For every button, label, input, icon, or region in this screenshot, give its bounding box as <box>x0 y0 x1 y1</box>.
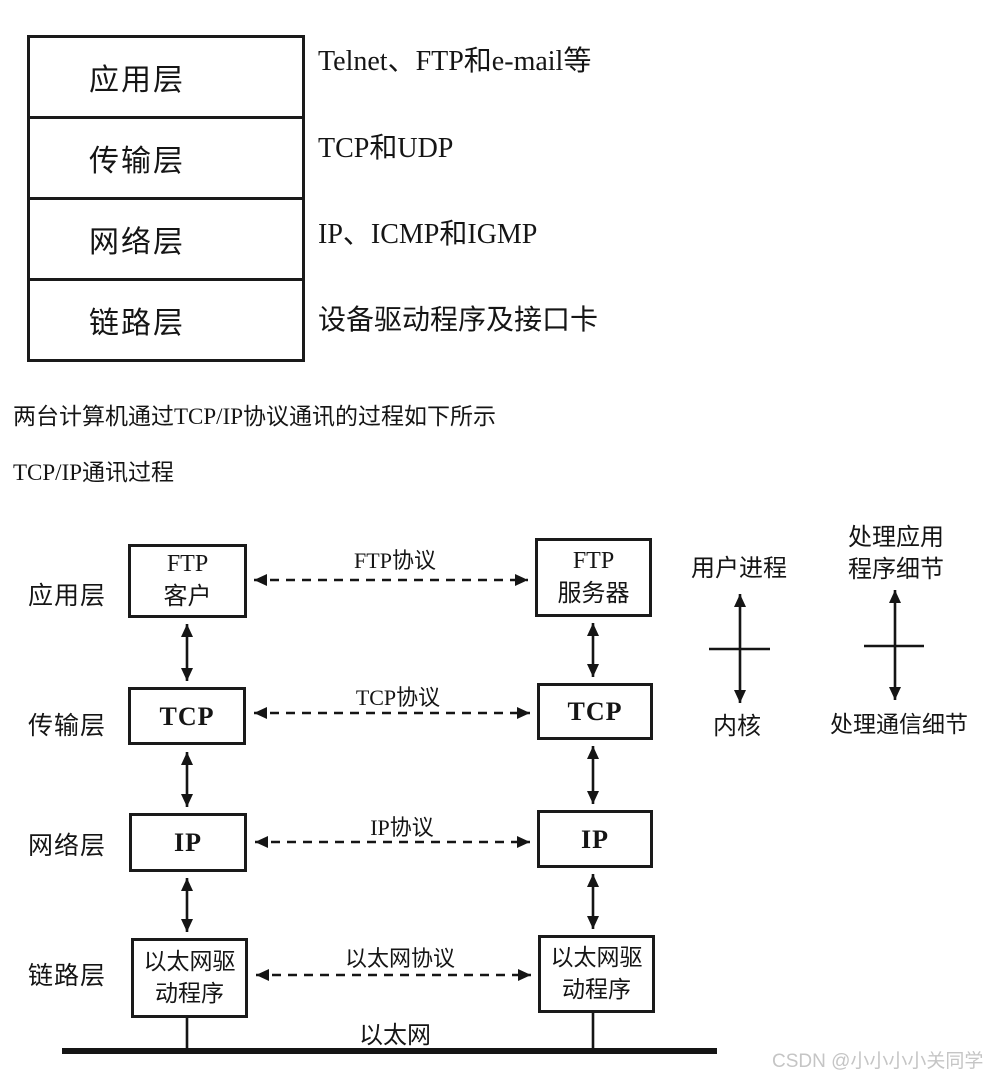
kernel-label: 内核 <box>713 714 761 740</box>
app-detail-label: 处理应用 程序细节 <box>846 522 946 586</box>
tcp-label: TCP <box>159 701 215 731</box>
protocol-layer-table: 应用层 传输层 网络层 链路层 <box>27 35 305 362</box>
layer-label: 传输层 <box>89 145 185 178</box>
comm-detail-label: 处理通信细节 <box>830 712 968 737</box>
ethernet-bus-label: 以太网 <box>359 1023 431 1049</box>
ip-server-box: IP <box>537 810 653 868</box>
ip-label: IP <box>581 824 609 854</box>
table-row-link: 链路层 <box>30 281 302 359</box>
user-process-label: 用户进程 <box>691 556 787 582</box>
layer-label: 链路层 <box>89 307 185 340</box>
layer-label: 应用层 <box>89 64 185 97</box>
ethernet-protocol-label: 以太网协议 <box>344 946 455 971</box>
ftp-server-box: FTP 服务器 <box>535 538 652 617</box>
table-row-transport: 传输层 <box>30 119 302 200</box>
subtitle-text: TCP/IP通讯过程 <box>13 460 175 485</box>
protocol-arrows <box>254 574 531 981</box>
diagram-label-application: 应用层 <box>28 583 107 610</box>
ftp-server-line1: FTP <box>572 547 615 574</box>
eth-driver-client-box: 以太网驱 动程序 <box>131 938 248 1018</box>
layer-desc-application: Telnet、FTP和e-mail等 <box>318 46 592 77</box>
diagram-label-link: 链路层 <box>28 963 107 990</box>
layer-desc-transport: TCP和UDP <box>318 133 454 164</box>
tcp-server-box: TCP <box>537 683 653 740</box>
tcp-label: TCP <box>567 697 623 726</box>
ip-label: IP <box>174 828 202 857</box>
ethernet-bus <box>62 1011 717 1054</box>
csdn-watermark: CSDN @小小小小关同学 <box>772 1051 984 1072</box>
intro-text: 两台计算机通过TCP/IP协议通讯的过程如下所示 <box>13 404 497 429</box>
ftp-protocol-label: FTP协议 <box>354 548 436 573</box>
eth-driver-line2: 动程序 <box>155 981 224 1006</box>
table-row-network: 网络层 <box>30 200 302 281</box>
eth-driver-line2: 动程序 <box>562 977 631 1002</box>
layer-desc-network: IP、ICMP和IGMP <box>318 219 538 250</box>
layer-label: 网络层 <box>89 226 185 259</box>
eth-driver-line1: 以太网驱 <box>143 949 236 974</box>
table-row-application: 应用层 <box>30 38 302 119</box>
eth-driver-server-box: 以太网驱 动程序 <box>538 935 655 1013</box>
ftp-server-line2: 服务器 <box>557 580 630 607</box>
app-detail-line1: 处理应用 <box>848 525 944 551</box>
tcp-client-box: TCP <box>128 687 246 745</box>
ftp-client-line1: FTP <box>166 551 209 577</box>
app-detail-line2: 程序细节 <box>848 557 944 583</box>
ip-client-box: IP <box>129 813 247 872</box>
diagram-label-transport: 传输层 <box>28 713 107 740</box>
ip-protocol-label: IP协议 <box>370 815 434 840</box>
ftp-client-line2: 客户 <box>163 584 212 610</box>
eth-driver-line1: 以太网驱 <box>550 945 643 970</box>
user-kernel-divider <box>709 594 770 703</box>
layer-desc-link: 设备驱动程序及接口卡 <box>318 305 599 336</box>
ftp-client-box: FTP 客户 <box>128 544 247 618</box>
detail-divider <box>864 590 924 700</box>
diagram-label-network: 网络层 <box>28 833 107 860</box>
tcp-protocol-label: TCP协议 <box>355 685 441 710</box>
